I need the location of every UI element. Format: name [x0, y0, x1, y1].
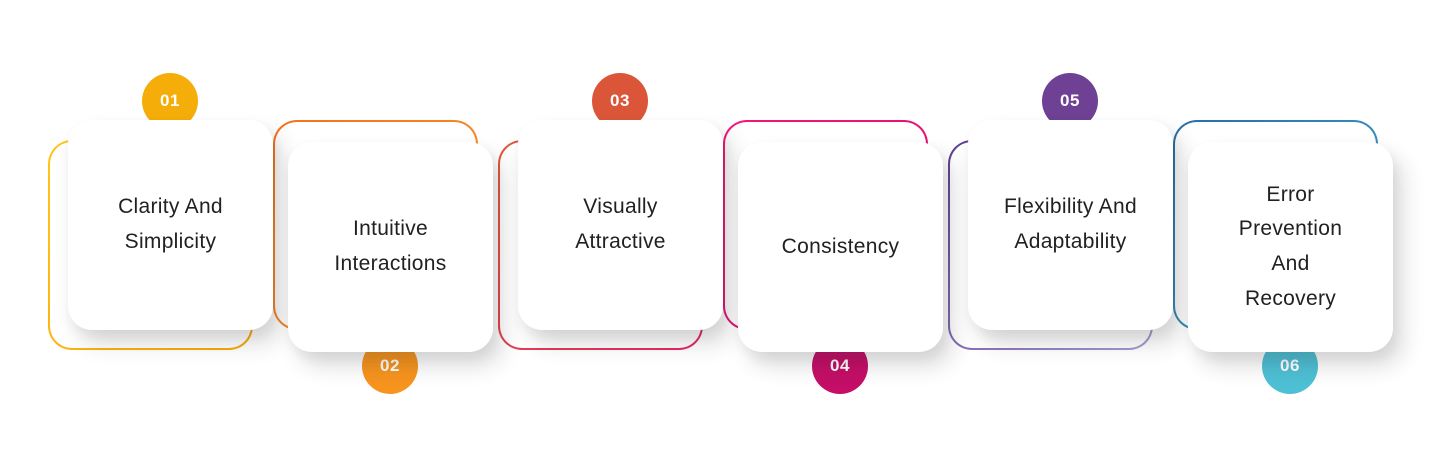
step-number-badge-03: 03 [592, 73, 648, 129]
step-card-05: 05 Flexibility And Adaptability [948, 73, 1173, 360]
card-label-05: Flexibility And Adaptability [1004, 195, 1137, 253]
card-03: Visually Attractive [518, 120, 723, 330]
card-02: Intuitive Interactions [288, 142, 493, 352]
card-label-06: Error Prevention And Recovery [1238, 182, 1343, 310]
step-number-badge-01: 01 [142, 73, 198, 129]
step-card-03: 03 Visually Attractive [498, 73, 723, 360]
step-card-04: 04 Consistency [723, 120, 943, 394]
card-label-03: Visually Attractive [575, 195, 666, 253]
step-card-02: 02 Intuitive Interactions [273, 120, 493, 394]
card-01: Clarity And Simplicity [68, 120, 273, 330]
card-label-04: Consistency [781, 234, 900, 258]
steps-row: 01 Clarity And Simplicity 02 Intuitive I… [48, 73, 1393, 394]
card-06: Error Prevention And Recovery [1188, 142, 1393, 352]
step-card-01: 01 Clarity And Simplicity [48, 73, 273, 360]
card-04: Consistency [738, 142, 943, 352]
card-label-01: Clarity And Simplicity [118, 195, 223, 253]
step-number-badge-05: 05 [1042, 73, 1098, 129]
card-05: Flexibility And Adaptability [968, 120, 1173, 330]
step-card-06: 06 Error Prevention And Recovery [1173, 120, 1393, 394]
card-label-02: Intuitive Interactions [334, 217, 447, 275]
